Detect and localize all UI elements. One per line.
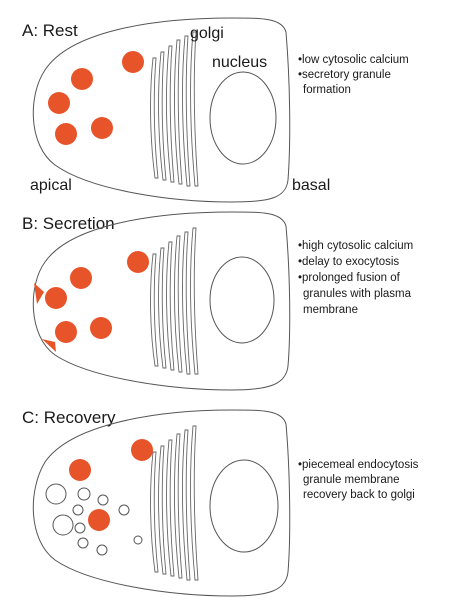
panel-secretion: B: Secretion •high cytosolic calcium •de…	[22, 211, 413, 391]
note-line: granules with plasma	[303, 288, 412, 300]
nucleus	[209, 71, 277, 165]
apical-label: apical	[30, 177, 72, 194]
vesicle	[45, 483, 67, 505]
granule	[45, 287, 67, 309]
granule	[131, 439, 153, 461]
endocytic-vesicles	[45, 483, 143, 556]
vesicle	[77, 537, 89, 549]
panel-recovery: C: Recovery •pie	[22, 408, 419, 597]
note-line: •delay to exocytosis	[298, 256, 399, 268]
granule	[127, 251, 149, 273]
note-line: formation	[303, 84, 351, 96]
golgi-label: golgi	[190, 25, 224, 42]
vesicle	[74, 522, 86, 534]
note-line: •high cytosolic calcium	[298, 240, 413, 252]
vesicle	[118, 504, 130, 516]
note-line: •low cytosolic calcium	[298, 54, 409, 66]
granule	[88, 509, 110, 531]
panel-rest: A: Rest golgi nucleus apical basal •low …	[22, 17, 409, 203]
vesicle	[72, 504, 84, 516]
golgi-stack	[150, 227, 199, 375]
nucleus	[209, 256, 275, 344]
vesicle	[77, 487, 91, 501]
vesicle	[96, 544, 108, 556]
secretion-notes: •high cytosolic calcium •delay to exocyt…	[298, 240, 413, 316]
note-line: granule membrane	[303, 474, 400, 486]
fusion-pore	[34, 283, 44, 304]
nucleus-label: nucleus	[212, 54, 267, 71]
cell-outline	[32, 409, 291, 597]
vesicle	[97, 494, 109, 506]
granule	[55, 321, 77, 343]
granule	[69, 459, 91, 481]
granule	[122, 51, 144, 73]
rest-notes: •low cytosolic calcium •secretory granul…	[298, 54, 409, 96]
recovery-notes: •piecemeal endocytosis granule membrane …	[298, 459, 419, 501]
panel-title: B: Secretion	[22, 214, 115, 233]
granules	[48, 51, 144, 145]
note-line: •prolonged fusion of	[298, 272, 401, 284]
note-line: membrane	[303, 304, 358, 316]
granule	[90, 317, 112, 339]
fusion-pore	[42, 339, 56, 352]
note-line: recovery back to golgi	[303, 489, 415, 501]
golgi-stack	[150, 425, 199, 581]
golgi-stack	[150, 31, 199, 187]
granule	[71, 68, 93, 90]
cell-outline	[32, 17, 291, 203]
note-line: •piecemeal endocytosis	[298, 459, 419, 471]
cell-outline	[32, 211, 291, 391]
granule	[91, 117, 113, 139]
granule	[55, 123, 77, 145]
granule	[70, 267, 92, 289]
nucleus	[209, 459, 279, 553]
panel-title: A: Rest	[22, 21, 78, 40]
note-line: •secretory granule	[298, 69, 391, 81]
vesicle	[133, 535, 143, 545]
vesicle	[52, 514, 74, 536]
granules	[34, 251, 149, 352]
granule	[48, 92, 70, 114]
basal-label: basal	[292, 177, 330, 194]
panel-title: C: Recovery	[22, 408, 116, 427]
granules	[69, 439, 153, 531]
